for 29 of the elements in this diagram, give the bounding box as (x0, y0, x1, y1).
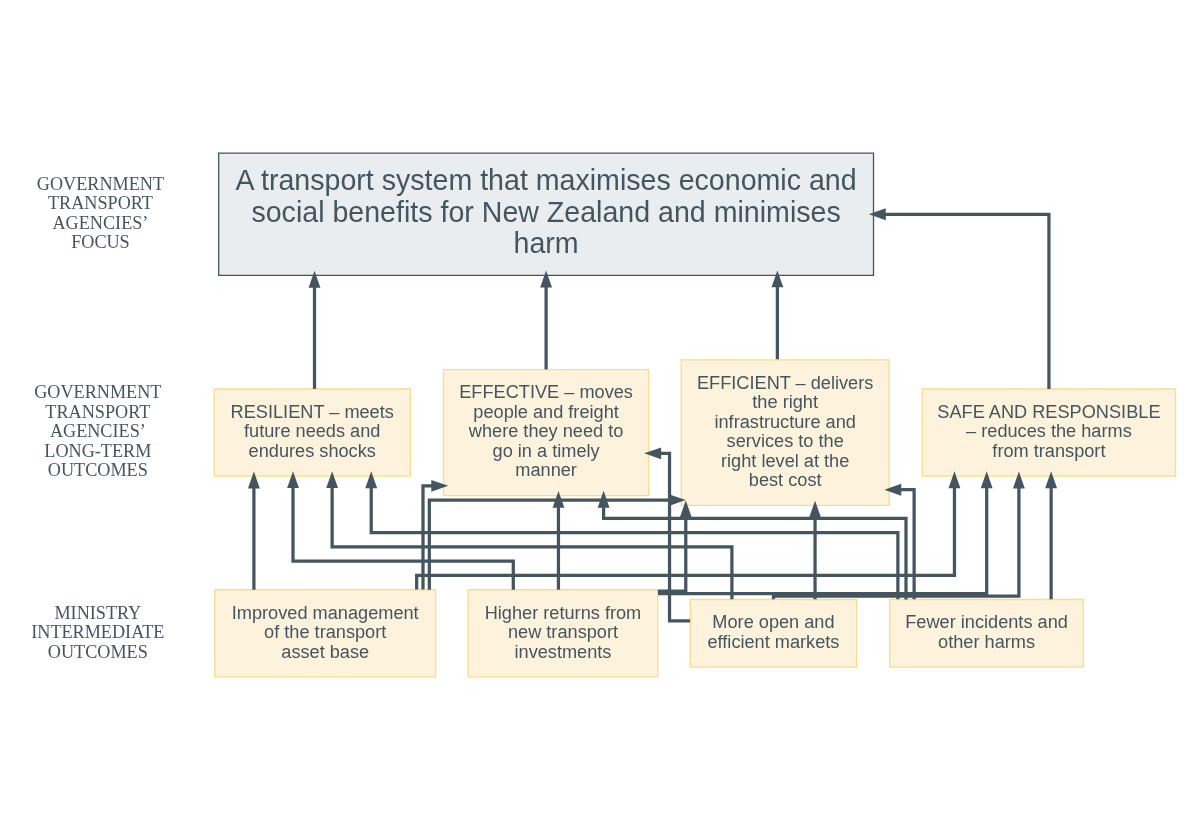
node-box: RESILIENT – meets future needs and endures shocks (213, 387, 411, 477)
node-box: EFFECTIVE – moves people and freight where they need to go in a timely manner (442, 368, 650, 496)
label: GOVERNMENT TRANSPORT AGENCIES’ LONG-TERM OUTCOMES (34, 381, 162, 480)
arrow (326, 470, 734, 599)
node-box: EFFICIENT – delivers the right infrastructure and services to the right level at the best cost (680, 358, 890, 506)
arrow (365, 470, 900, 599)
arrow (658, 470, 993, 595)
node-box: Fewer incidents and other harms (889, 598, 1084, 668)
arrow (421, 479, 449, 589)
arrow (415, 470, 961, 589)
arrow (657, 499, 692, 593)
node-box: More open and efficient markets (689, 598, 858, 668)
arrow (884, 483, 916, 599)
node-box: Improved management of the transport asset base (214, 588, 437, 677)
label: GOVERNMENT TRANSPORT AGENCIES’ FOCUS (36, 173, 165, 252)
arrow (1045, 470, 1058, 599)
arrow (771, 269, 784, 359)
arrow (247, 470, 260, 590)
arrow (552, 490, 565, 590)
arrow (771, 471, 1025, 600)
node-box: Higher returns from new transport investments (467, 588, 659, 677)
arrow (308, 270, 321, 389)
arrow (809, 500, 821, 599)
label: MINISTRY INTERMEDIATE OUTCOMES (31, 602, 165, 662)
node-box: A transport system that maximises economic and social benefits for New Zealand and minimises harm (218, 152, 875, 276)
arrow (287, 470, 515, 590)
arrow (540, 269, 553, 369)
node-box: SAFE AND RESPONSIBLE – reduces the harms from transport (921, 387, 1177, 477)
arrow (868, 207, 1051, 389)
